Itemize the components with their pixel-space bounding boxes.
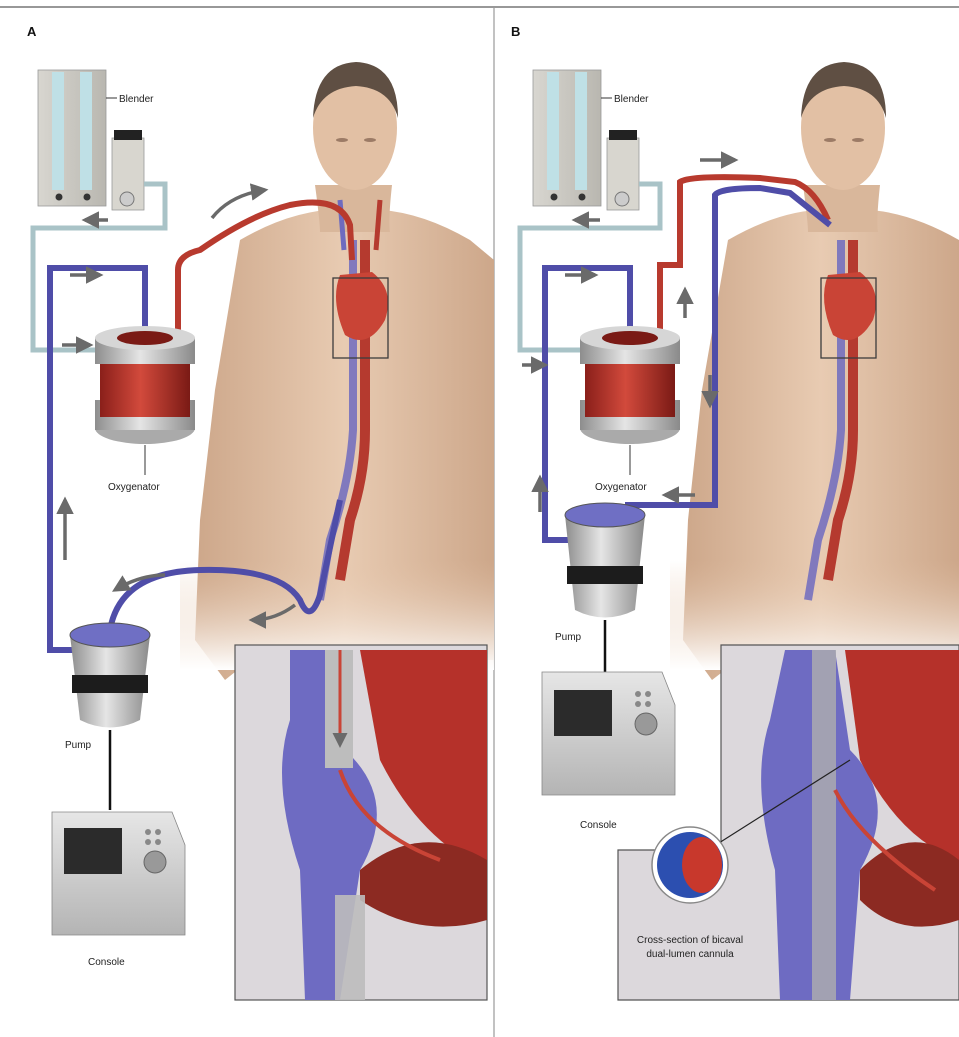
console: Console [52, 812, 185, 968]
console-label: Console [88, 957, 125, 968]
cross-section-label-line1: Cross-section of bicaval [637, 935, 743, 946]
blender-b: Blender [533, 70, 649, 210]
patient-body [180, 62, 494, 680]
panel-a: A [27, 24, 494, 1000]
blender-label-b: Blender [614, 94, 649, 105]
panel-b: B Blender [511, 24, 959, 1000]
oxygenator-label: Oxygenator [108, 482, 160, 493]
oxygenator-b: Oxygenator [580, 326, 680, 493]
panel-b-letter: B [511, 24, 520, 39]
heart-inset [235, 645, 487, 1000]
pump: Pump [65, 623, 150, 810]
panel-a-letter: A [27, 24, 37, 39]
blender: Blender [38, 70, 154, 210]
console-label-b: Console [580, 820, 617, 831]
pump-label-b: Pump [555, 632, 582, 643]
blender-label: Blender [119, 94, 154, 105]
oxygenator: Oxygenator [95, 326, 195, 493]
console-b: Console [542, 672, 675, 831]
pump-b: Pump [555, 503, 645, 672]
cross-section-label-line2: dual-lumen cannula [646, 949, 734, 960]
oxygenator-label-b: Oxygenator [595, 482, 647, 493]
pump-label: Pump [65, 740, 92, 751]
